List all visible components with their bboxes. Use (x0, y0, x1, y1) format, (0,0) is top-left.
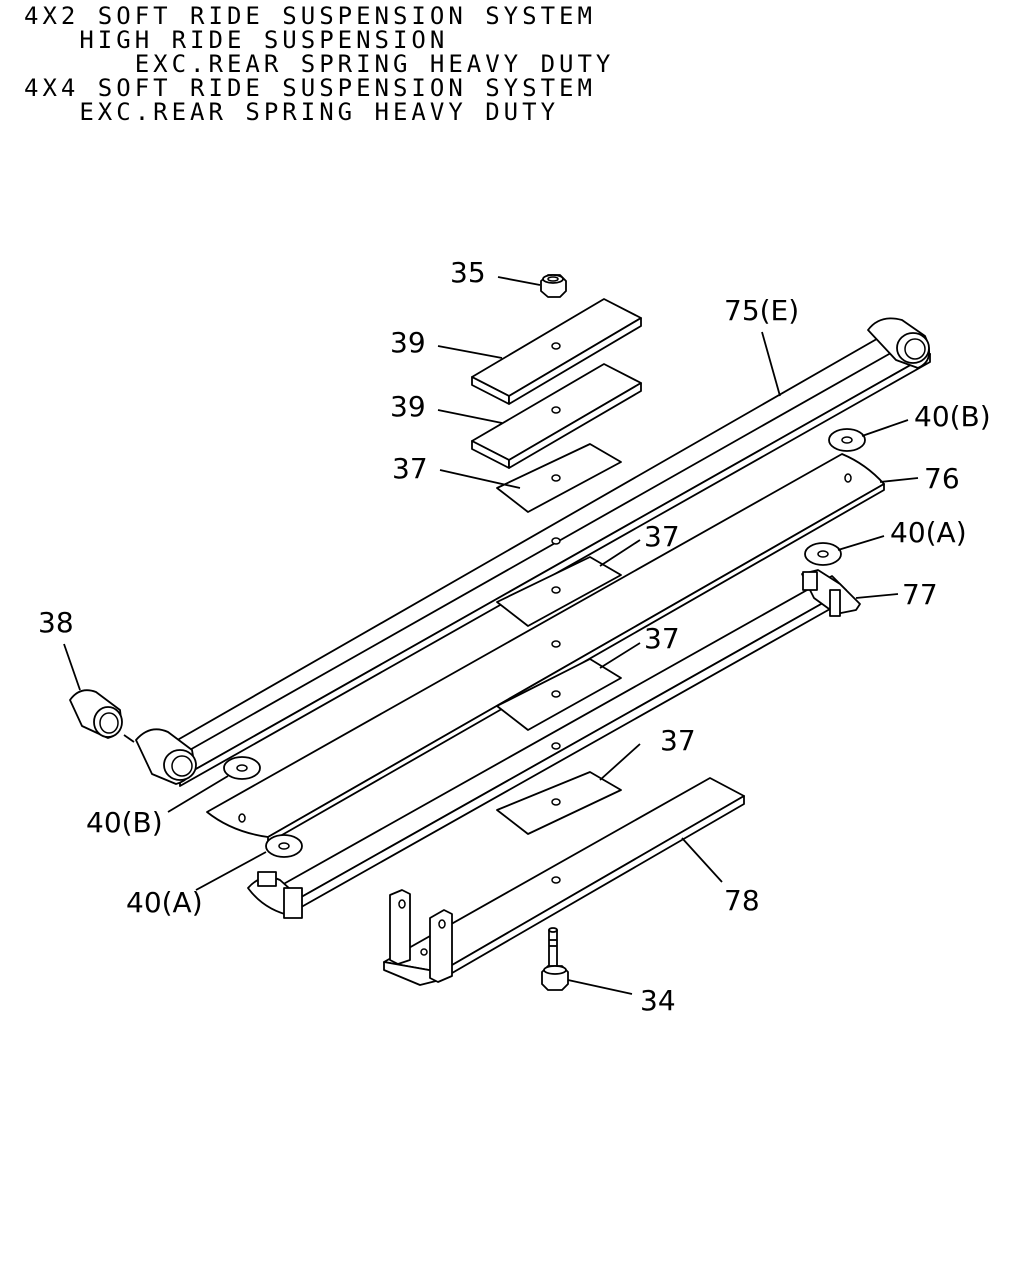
callout-35: 35 (450, 256, 486, 289)
callout-34: 34 (640, 984, 676, 1017)
callout-labels: 35 39 39 37 75(E) 40(B) 76 37 40(A) 77 3… (38, 256, 991, 1017)
part-39-plate-upper[interactable] (471, 298, 642, 405)
leader-lines (63, 276, 919, 995)
callout-40a-right: 40(A) (890, 516, 967, 549)
leader-34 (567, 979, 633, 995)
part-39-plate-lower[interactable] (471, 363, 642, 469)
part-37-pad-third[interactable] (496, 658, 622, 750)
callout-39-upper: 39 (390, 326, 426, 359)
leader-40a-right (837, 535, 885, 551)
callout-37-bottom: 37 (660, 724, 696, 757)
callout-76: 76 (924, 462, 960, 495)
header-line-4: 4X4 SOFT RIDE SUSPENSION SYSTEM (24, 74, 596, 102)
part-40b-spacer-left[interactable] (223, 756, 261, 780)
leader-35 (497, 276, 541, 286)
part-37-pad-top[interactable] (496, 443, 622, 513)
leader-40b-left (167, 775, 229, 813)
callout-78: 78 (724, 884, 760, 917)
leader-40b-right (861, 419, 909, 437)
leader-40a-left (195, 851, 267, 891)
part-35-nut[interactable] (540, 274, 567, 298)
leader-77 (855, 593, 899, 599)
callout-38: 38 (38, 606, 74, 639)
leader-38 (63, 643, 81, 691)
leader-37a (439, 469, 521, 489)
diagram-header: 4X2 SOFT RIDE SUSPENSION SYSTEM HIGH RID… (24, 4, 614, 124)
callout-40a-left: 40(A) (126, 886, 203, 919)
part-78-bottom-plate[interactable] (383, 777, 745, 986)
leader-37b (599, 539, 641, 567)
leader-39a (437, 345, 503, 359)
header-line-5: EXC.REAR SPRING HEAVY DUTY (24, 98, 560, 126)
callout-37-second: 37 (644, 520, 680, 553)
callout-40b-right: 40(B) (914, 400, 991, 433)
leader-76 (879, 477, 919, 483)
callout-37-third: 37 (644, 622, 680, 655)
leader-75e (761, 331, 781, 397)
callout-75e: 75(E) (724, 294, 799, 327)
part-40a-spacer-right[interactable] (804, 542, 842, 566)
callout-39-lower: 39 (390, 390, 426, 423)
part-34-bolt[interactable] (541, 927, 569, 991)
part-37-pad-second[interactable] (496, 556, 622, 627)
part-76-second-leaf[interactable] (206, 453, 885, 844)
callout-37-top: 37 (392, 452, 428, 485)
leader-37d (599, 743, 641, 781)
part-77-third-leaf[interactable] (247, 569, 861, 919)
leader-39b (437, 409, 503, 424)
part-38-bushing[interactable] (69, 689, 135, 743)
callout-40b-left: 40(B) (86, 806, 163, 839)
leader-37c (599, 642, 641, 669)
part-75e-main-leaf[interactable] (135, 317, 931, 787)
part-40b-spacer-right[interactable] (828, 428, 866, 452)
part-40a-spacer-left[interactable] (265, 834, 303, 858)
part-37-pad-bottom[interactable] (496, 771, 622, 835)
callout-77: 77 (902, 578, 938, 611)
header-line-2: HIGH RIDE SUSPENSION (24, 26, 449, 54)
header-line-3: EXC.REAR SPRING HEAVY DUTY (24, 50, 615, 78)
leader-78 (681, 837, 723, 883)
header-line-1: 4X2 SOFT RIDE SUSPENSION SYSTEM (24, 2, 596, 30)
